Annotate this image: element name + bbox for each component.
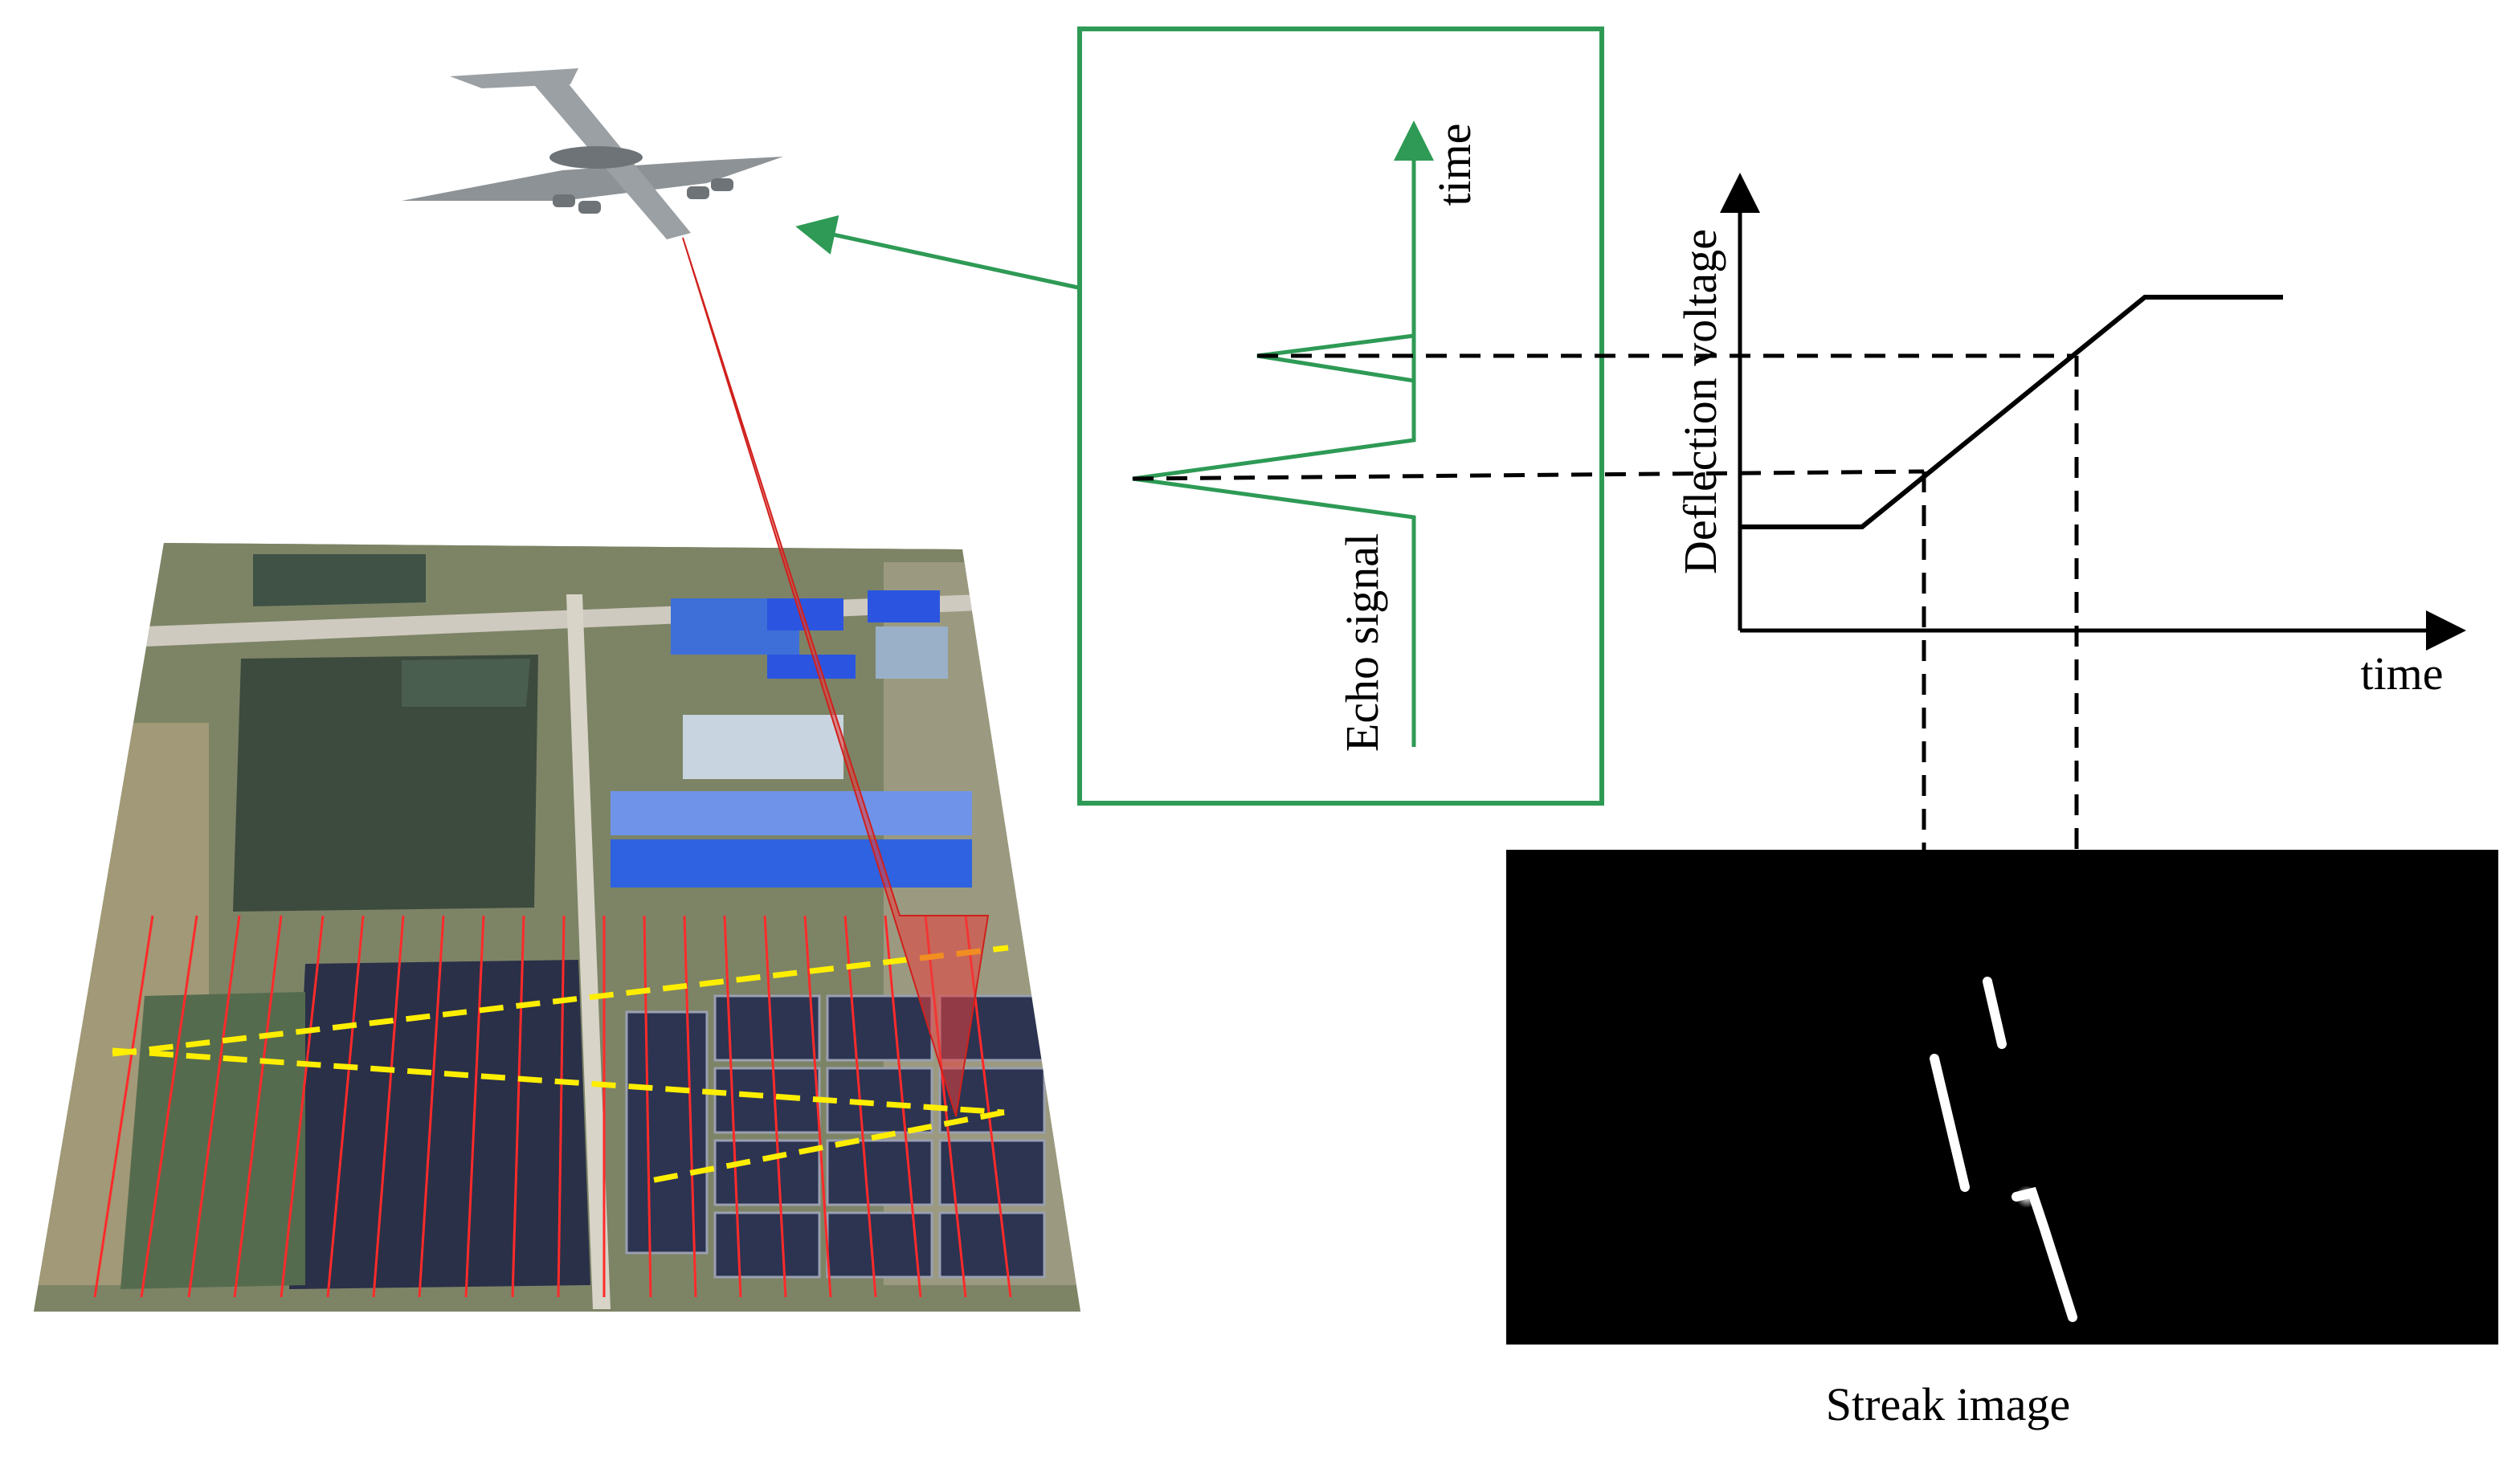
streak-image: [1506, 850, 2498, 1345]
deflection-time-label: time: [2360, 647, 2443, 700]
deflection-ramp: [1740, 295, 2283, 529]
echo-time-label: time: [1428, 123, 1481, 206]
peak-guides: [1132, 353, 2077, 481]
laser-beam: [682, 237, 990, 1117]
streak-image-caption: Streak image: [1826, 1378, 2070, 1430]
pond-2: [289, 960, 590, 1289]
deflection-voltage-label: Deflection voltage: [1674, 229, 1726, 574]
streak-guides: [1922, 356, 2079, 850]
building-grey: [683, 715, 843, 779]
echo-to-aircraft-arrow: [795, 215, 1079, 290]
echo-signal-label: Echo signal: [1336, 533, 1388, 752]
flight-tracks: [112, 945, 1009, 1184]
awacs-aircraft-icon: [402, 68, 783, 239]
solar-panels: [625, 994, 1046, 1279]
scan-lines: [93, 915, 1012, 1298]
pond-1: [233, 655, 538, 912]
echo-signal-panel: time Echo signal: [1077, 27, 1604, 806]
echo-box-frame: [1077, 27, 1604, 806]
deflection-plot: Deflection voltage time: [1674, 173, 2466, 700]
